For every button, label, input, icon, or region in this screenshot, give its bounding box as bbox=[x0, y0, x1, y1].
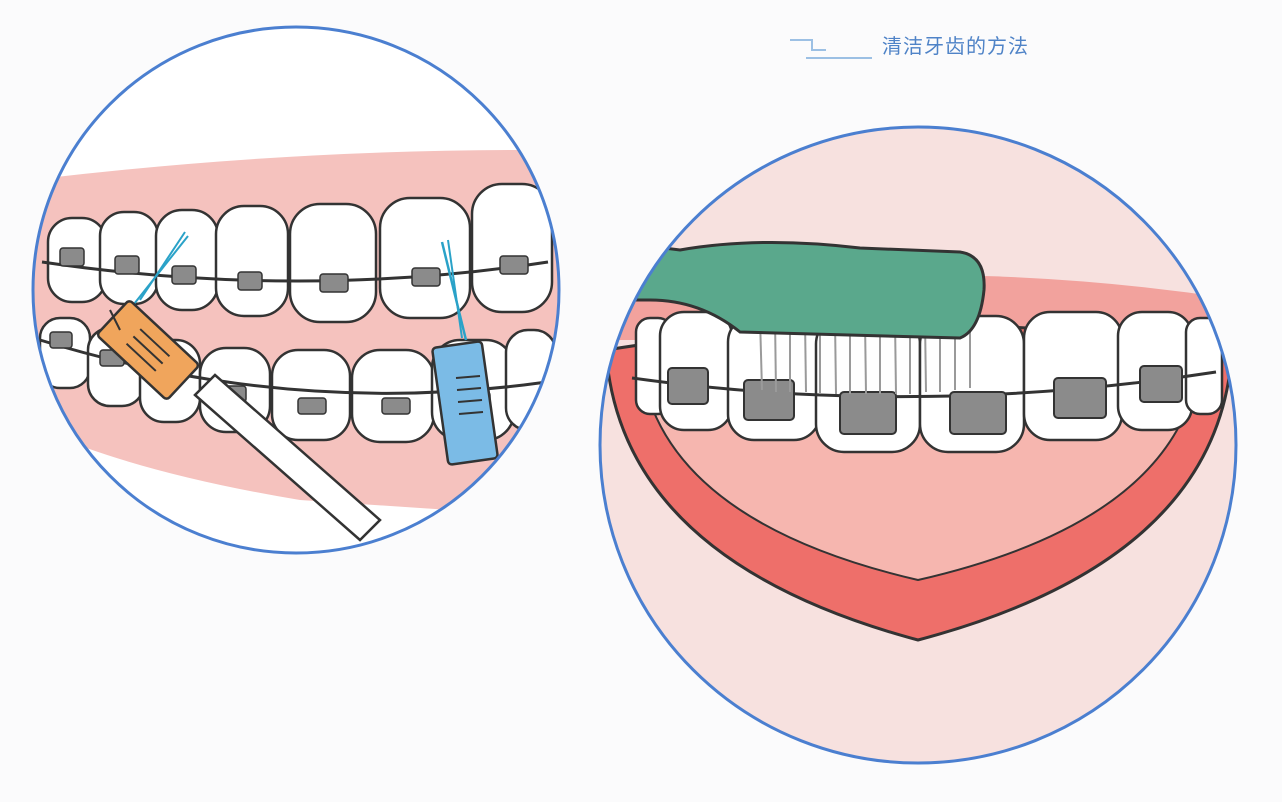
interdental-brush-blue-icon bbox=[431, 239, 499, 466]
title-block: 清洁牙齿的方法 bbox=[786, 24, 1086, 64]
upper-brackets bbox=[59, 247, 529, 293]
interdental-brush-scene bbox=[31, 25, 561, 555]
page-title: 清洁牙齿的方法 bbox=[882, 34, 1029, 58]
toothbrush-icon bbox=[600, 238, 986, 340]
toothbrush-scene bbox=[598, 125, 1238, 765]
brackets bbox=[667, 365, 1183, 435]
interdental-brush-icon bbox=[96, 231, 382, 542]
title-decoration-icon bbox=[790, 39, 872, 59]
